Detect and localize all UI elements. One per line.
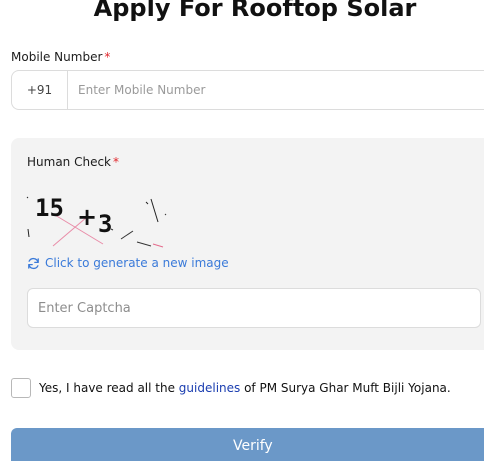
- agreement-checkbox[interactable]: [11, 378, 31, 398]
- agreement-suffix: of PM Surya Ghar Muft Bijli Yojana.: [240, 381, 451, 395]
- required-mark: *: [104, 50, 111, 64]
- agreement-prefix: Yes, I have read all the: [39, 381, 179, 395]
- refresh-captcha-link[interactable]: Click to generate a new image: [27, 256, 229, 270]
- page-title: Apply For Rooftop Solar: [93, 0, 417, 22]
- captcha-panel: Human Check* 15 + 3 Click to generate a …: [11, 138, 484, 350]
- refresh-captcha-label: Click to generate a new image: [45, 256, 229, 270]
- captcha-number-second: 3: [98, 210, 112, 238]
- mobile-number-label-text: Mobile Number: [11, 50, 103, 64]
- captcha-input[interactable]: [27, 288, 481, 328]
- verify-button[interactable]: Verify: [11, 428, 484, 461]
- mobile-number-input[interactable]: [68, 71, 484, 109]
- human-check-label-text: Human Check: [27, 155, 112, 169]
- human-check-label: Human Check*: [27, 155, 119, 169]
- mobile-number-label: Mobile Number*: [11, 50, 110, 64]
- country-code-prefix: +91: [12, 71, 68, 109]
- mobile-number-group: +91: [11, 70, 484, 110]
- captcha-number-first: 15: [35, 194, 64, 222]
- agreement-text: Yes, I have read all the guidelines of P…: [39, 381, 451, 395]
- required-mark: *: [113, 155, 120, 169]
- refresh-icon: [28, 257, 39, 269]
- agreement-row: Yes, I have read all the guidelines of P…: [11, 378, 451, 398]
- captcha-image: 15 + 3: [26, 194, 167, 248]
- captcha-operator: +: [77, 203, 97, 231]
- guidelines-link[interactable]: guidelines: [178, 381, 241, 395]
